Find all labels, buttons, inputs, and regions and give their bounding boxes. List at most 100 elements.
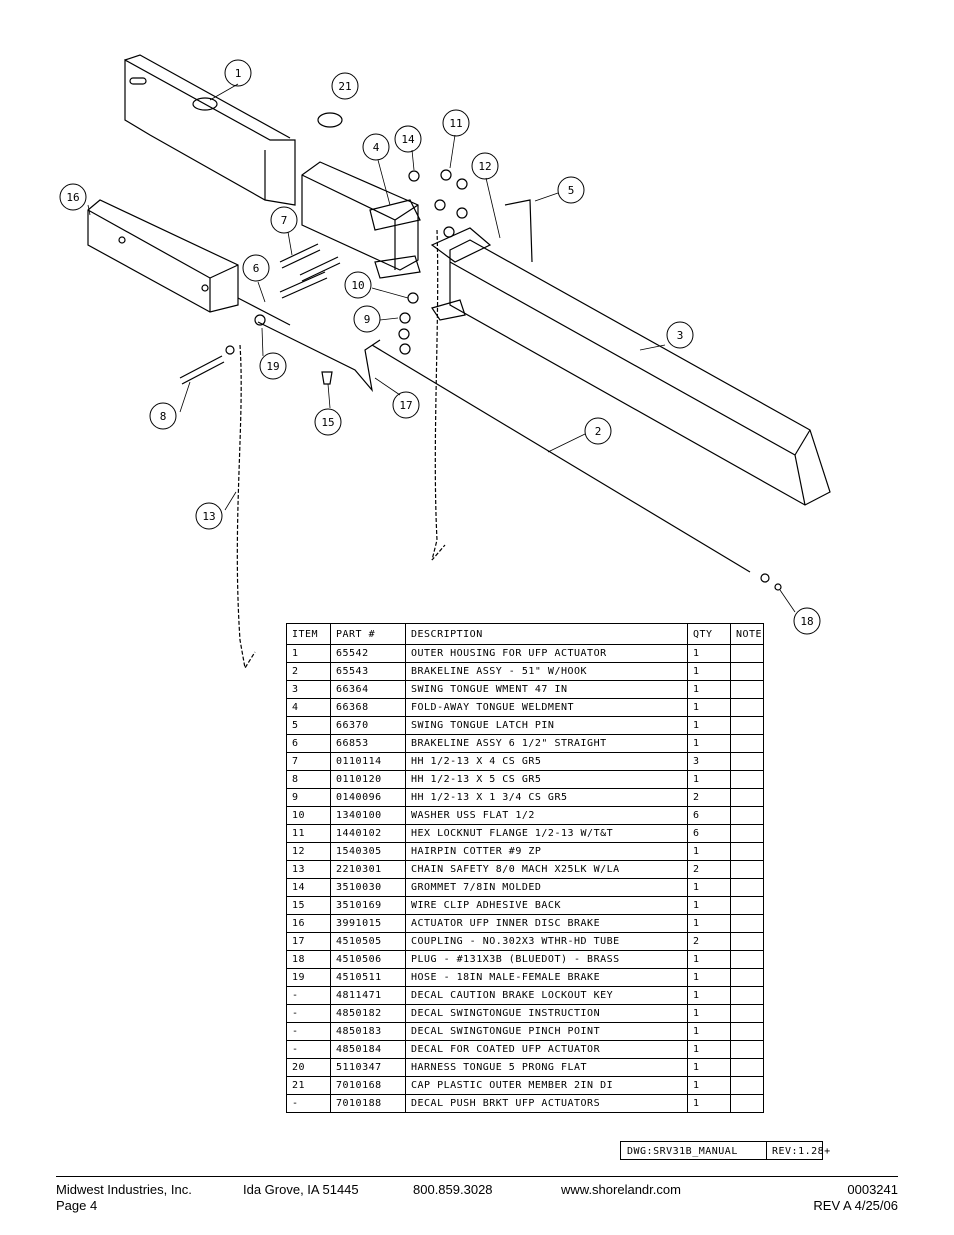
revision-box: REV:1.28+: [766, 1141, 830, 1160]
cell-note: [730, 986, 764, 1005]
balloon-7: 7: [270, 206, 298, 234]
cell-item: 15: [286, 896, 331, 915]
cell-item: 7: [286, 752, 331, 771]
cell-part-number: 4811471: [330, 986, 406, 1005]
balloon-14: 14: [394, 125, 422, 153]
cell-description: DECAL FOR COATED UFP ACTUATOR: [405, 1040, 688, 1059]
swing-tongue-part: [430, 227, 831, 506]
balloon-12: 12: [471, 152, 499, 180]
fold-away-tongue-part: [301, 161, 421, 279]
cell-part-number: 4510511: [330, 968, 406, 987]
cell-qty: 3: [687, 752, 731, 771]
cell-item: 8: [286, 770, 331, 789]
cell-part-number: 0140096: [330, 788, 406, 807]
cell-note: [730, 788, 764, 807]
cell-item: 12: [286, 842, 331, 861]
cell-note: [730, 824, 764, 843]
cell-item: 18: [286, 950, 331, 969]
cell-item: -: [286, 1022, 331, 1041]
cell-part-number: 65542: [330, 644, 406, 663]
table-header-row: ITEM PART # DESCRIPTION QTY NOTE: [286, 623, 764, 645]
footer-page: Page 4: [56, 1198, 98, 1213]
cell-item: 1: [286, 644, 331, 663]
cell-item: 14: [286, 878, 331, 897]
svg-text:6: 6: [253, 262, 260, 275]
header-description: DESCRIPTION: [405, 623, 688, 645]
cell-part-number: 0110114: [330, 752, 406, 771]
cell-part-number: 1340100: [330, 806, 406, 825]
cell-qty: 1: [687, 698, 731, 717]
balloon-5: 5: [557, 176, 585, 204]
cell-qty: 1: [687, 1022, 731, 1041]
cell-qty: 1: [687, 986, 731, 1005]
cell-description: OUTER HOUSING FOR UFP ACTUATOR: [405, 644, 688, 663]
balloon-21: 21: [331, 72, 359, 100]
cell-qty: 2: [687, 860, 731, 879]
cell-item: 2: [286, 662, 331, 681]
cell-qty: 1: [687, 878, 731, 897]
safety-chain-left: [236, 344, 256, 670]
cell-item: 13: [286, 860, 331, 879]
balloon-19: 19: [259, 352, 287, 380]
cell-note: [730, 932, 764, 951]
footer-divider: [56, 1176, 898, 1177]
footer-city: Ida Grove, IA 51445: [243, 1182, 359, 1197]
cell-description: DECAL SWINGTONGUE INSTRUCTION: [405, 1004, 688, 1023]
cell-description: HOSE - 18IN MALE-FEMALE BRAKE: [405, 968, 688, 987]
cell-note: [730, 644, 764, 663]
cell-note: [730, 896, 764, 915]
cell-description: WIRE CLIP ADHESIVE BACK: [405, 896, 688, 915]
cell-qty: 1: [687, 914, 731, 933]
balloon-17: 17: [392, 391, 420, 419]
bolts: [179, 243, 341, 385]
balloon-11: 11: [442, 109, 470, 137]
cell-qty: 1: [687, 1058, 731, 1077]
cell-note: [730, 1058, 764, 1077]
footer-doc-number: 0003241: [847, 1182, 898, 1197]
cell-item: 17: [286, 932, 331, 951]
cell-item: -: [286, 1094, 331, 1113]
cell-qty: 1: [687, 1004, 731, 1023]
balloon-8: 8: [149, 402, 177, 430]
balloon-leaders: [87, 83, 796, 613]
header-part-number: PART #: [330, 623, 406, 645]
svg-text:1: 1: [235, 67, 242, 80]
cell-part-number: 7010188: [330, 1094, 406, 1113]
cell-note: [730, 806, 764, 825]
cell-description: HAIRPIN COTTER #9 ZP: [405, 842, 688, 861]
cell-note: [730, 698, 764, 717]
cell-part-number: 66853: [330, 734, 406, 753]
cell-item: 21: [286, 1076, 331, 1095]
svg-text:17: 17: [399, 399, 412, 412]
cell-part-number: 1440102: [330, 824, 406, 843]
item-balloons: 1 21 14 11 4 12 5 16 7 6 10 9 19 3 15 17…: [59, 59, 821, 635]
header-qty: QTY: [687, 623, 731, 645]
balloon-18: 18: [793, 607, 821, 635]
cell-note: [730, 680, 764, 699]
nuts-and-washers: [225, 112, 782, 591]
cell-part-number: 4850182: [330, 1004, 406, 1023]
cell-qty: 1: [687, 1076, 731, 1095]
brake-hose-line: [257, 321, 381, 393]
svg-text:19: 19: [266, 360, 279, 373]
footer-website: www.shorelandr.com: [561, 1182, 681, 1197]
cell-note: [730, 914, 764, 933]
cell-item: -: [286, 1040, 331, 1059]
cell-qty: 1: [687, 1094, 731, 1113]
svg-text:4: 4: [373, 141, 380, 154]
cell-description: SWING TONGUE WMENT 47 IN: [405, 680, 688, 699]
